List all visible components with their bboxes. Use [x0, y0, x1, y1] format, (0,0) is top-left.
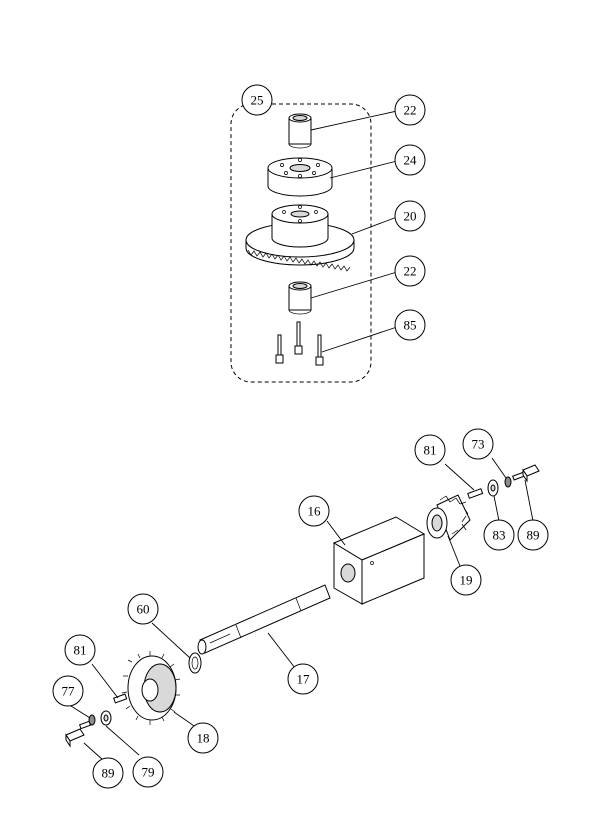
leader-20 [351, 216, 398, 235]
leader-89-lower [83, 742, 104, 761]
callout-77-label: 77 [62, 684, 76, 699]
callout-17: 17 [287, 663, 319, 695]
leader-19 [447, 535, 461, 567]
leader-89-upper [524, 479, 534, 522]
callout-60: 60 [127, 593, 159, 625]
callout-89-lower: 89 [92, 757, 124, 789]
callout-22-upper: 22 [394, 94, 426, 126]
callout-20: 20 [394, 200, 426, 232]
callout-60-label: 60 [137, 602, 150, 617]
leader-24 [329, 160, 398, 179]
callout-85: 85 [394, 309, 426, 341]
bevel-gear-19 [426, 494, 471, 541]
leader-85 [321, 326, 398, 353]
leader-22-lower [310, 271, 398, 299]
lock-washer-73 [504, 476, 512, 488]
shaft-17 [197, 584, 331, 655]
callout-18-label: 18 [197, 731, 210, 746]
leader-18 [173, 711, 198, 729]
callout-20-label: 20 [404, 209, 417, 224]
hub-24 [267, 157, 333, 197]
callout-24-label: 24 [404, 153, 418, 168]
callout-89-lower-label: 89 [102, 766, 115, 781]
leader-79 [105, 725, 140, 756]
callout-89-upper-label: 89 [527, 528, 540, 543]
callout-81-upper-label: 81 [424, 443, 437, 458]
callout-81-lower-label: 81 [74, 643, 87, 658]
callout-22-lower: 22 [394, 255, 426, 287]
leader-73 [491, 457, 507, 479]
block-16 [332, 516, 426, 605]
leader-16 [326, 520, 346, 546]
leader-17 [267, 632, 296, 669]
callout-25-label: 25 [251, 93, 264, 108]
callout-25: 25 [241, 84, 273, 116]
callout-83: 83 [483, 519, 515, 551]
retaining-ring-60 [188, 652, 202, 674]
callout-77: 77 [52, 675, 84, 707]
bushing-22-upper [288, 113, 312, 149]
washer-83 [487, 479, 499, 497]
callout-22-lower-label: 22 [404, 264, 417, 279]
leader-83 [493, 495, 500, 522]
callout-73: 73 [462, 428, 494, 460]
key-81-lower [113, 693, 128, 704]
callout-17-label: 17 [297, 672, 311, 687]
sprocket-18 [121, 651, 181, 725]
lock-washer-77 [88, 714, 96, 726]
callout-24: 24 [394, 144, 426, 176]
callout-73-label: 73 [472, 437, 485, 452]
leader-81-upper [444, 463, 475, 491]
gear-20 [245, 204, 355, 272]
callout-19-label: 19 [460, 573, 473, 588]
bushing-22-lower [288, 281, 312, 315]
callout-89-upper: 89 [517, 519, 549, 551]
callout-79-label: 79 [142, 765, 155, 780]
leader-81-lower [91, 663, 119, 699]
callout-81-lower: 81 [64, 634, 96, 666]
callout-22-upper-label: 22 [404, 103, 417, 118]
callout-81-upper: 81 [414, 434, 446, 466]
callout-79: 79 [132, 756, 164, 788]
callout-16-label: 16 [308, 504, 322, 519]
washer-79 [100, 710, 112, 726]
leader-60 [151, 622, 191, 659]
callout-18: 18 [187, 722, 219, 754]
callout-83-label: 83 [493, 528, 506, 543]
kit-25-dashed-outline [230, 103, 372, 383]
callout-16: 16 [298, 495, 330, 527]
callout-85-label: 85 [404, 318, 417, 333]
key-81-upper [467, 488, 484, 499]
callout-19: 19 [450, 564, 482, 596]
bolt-89-upper [512, 464, 540, 483]
bolt-89-lower [65, 720, 92, 748]
leader-77 [70, 705, 91, 719]
cap-screws-85 [275, 321, 324, 366]
leader-22-upper [310, 110, 398, 131]
